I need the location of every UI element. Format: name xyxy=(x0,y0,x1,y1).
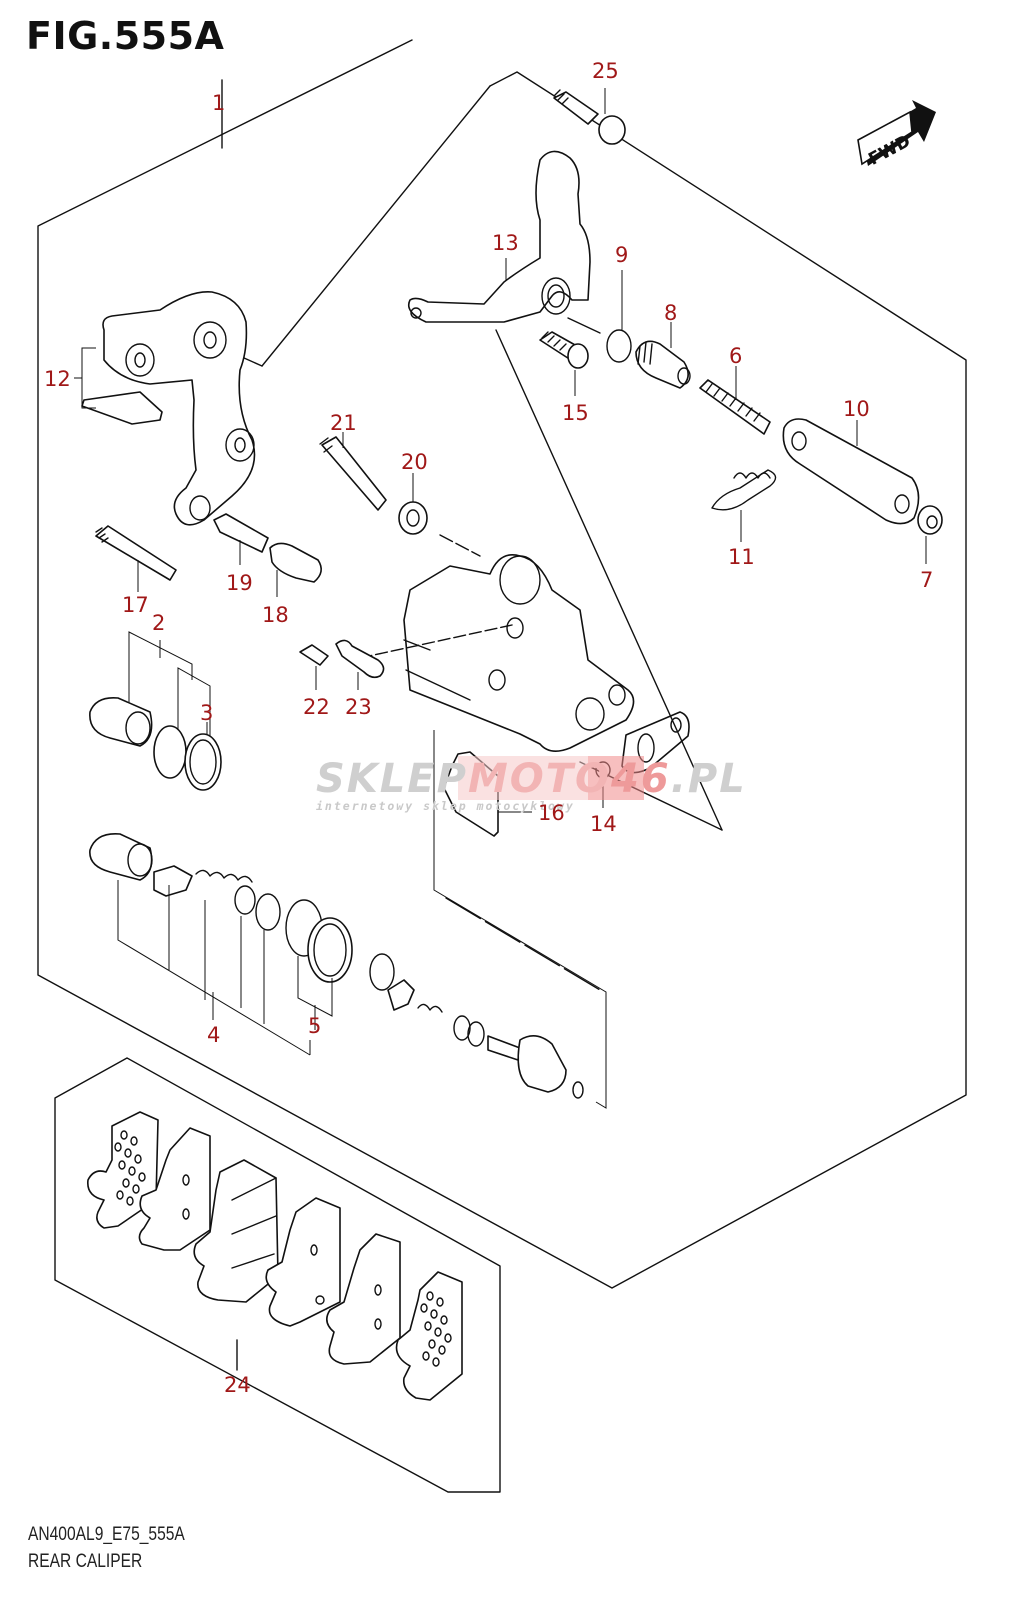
pin-19-and-bolt-18 xyxy=(213,513,322,597)
callout-1[interactable]: 1 xyxy=(212,91,225,115)
callout-13[interactable]: 13 xyxy=(492,231,519,255)
parking-lever-13 xyxy=(407,150,601,334)
slide-pin-17 xyxy=(95,525,177,592)
watermark-brand-2: MOTO xyxy=(468,756,611,802)
callout-16[interactable]: 16 xyxy=(538,801,565,825)
callout-19[interactable]: 19 xyxy=(226,571,253,595)
piston-2-seals-3 xyxy=(89,631,222,791)
caliper-bracket xyxy=(74,291,256,526)
watermark-brand-3: 46 xyxy=(610,756,671,802)
callout-2[interactable]: 2 xyxy=(152,611,165,635)
callout-25[interactable]: 25 xyxy=(592,59,619,83)
callout-15[interactable]: 15 xyxy=(562,401,589,425)
adjuster-8 xyxy=(635,322,691,389)
bolt-21-boot-20 xyxy=(319,432,481,557)
shaft-10 xyxy=(782,418,920,525)
callout-labels: 1 2 3 4 5 6 7 8 9 10 11 12 13 14 15 16 1… xyxy=(44,59,933,1397)
pad-set-outline-24 xyxy=(54,1057,501,1493)
figure-title: FIG.555A xyxy=(26,14,225,58)
callout-17[interactable]: 17 xyxy=(122,593,149,617)
watermark-tagline: internetowy sklep motocyklowy xyxy=(316,799,575,813)
bleeder-22-cap-23 xyxy=(299,639,385,690)
callout-18[interactable]: 18 xyxy=(262,603,289,627)
figure-model-code: AN400AL9_E75_555A xyxy=(28,1524,185,1545)
callout-14[interactable]: 14 xyxy=(590,812,617,836)
caliper-body xyxy=(359,554,690,774)
bolt-25 xyxy=(553,88,626,145)
callout-22[interactable]: 22 xyxy=(303,695,330,719)
callout-20[interactable]: 20 xyxy=(401,450,428,474)
callout-6[interactable]: 6 xyxy=(729,344,742,368)
callout-4[interactable]: 4 xyxy=(207,1023,220,1047)
torsion-spring-11 xyxy=(711,469,777,542)
watermark: SKLEPMOTO46.PL internetowy sklep motocyk… xyxy=(316,756,747,813)
watermark-brand-4: .PL xyxy=(671,756,747,802)
figure-name: REAR CALIPER xyxy=(28,1551,143,1572)
forward-arrow-icon: FWD xyxy=(857,100,936,170)
callout-9[interactable]: 9 xyxy=(615,243,628,267)
svg-text:SKLEPMOTO46.PL: SKLEPMOTO46.PL xyxy=(316,756,747,802)
callout-21[interactable]: 21 xyxy=(330,411,357,435)
callout-23[interactable]: 23 xyxy=(345,695,372,719)
parking-brake-parts-4-5 xyxy=(89,730,607,1109)
callout-8[interactable]: 8 xyxy=(664,301,677,325)
watermark-brand-1: SKLEP xyxy=(316,756,468,802)
nut-7 xyxy=(917,505,943,564)
callout-5[interactable]: 5 xyxy=(308,1014,321,1038)
callout-11[interactable]: 11 xyxy=(728,545,755,569)
bolt-15 xyxy=(539,331,589,396)
callout-7[interactable]: 7 xyxy=(920,568,933,592)
o-ring-9 xyxy=(606,270,632,363)
callout-3[interactable]: 3 xyxy=(200,701,213,725)
spring-6 xyxy=(699,366,771,435)
callout-10[interactable]: 10 xyxy=(843,397,870,421)
callout-24[interactable]: 24 xyxy=(224,1373,251,1397)
brake-pads-24 xyxy=(87,1111,463,1401)
callout-12[interactable]: 12 xyxy=(44,367,71,391)
